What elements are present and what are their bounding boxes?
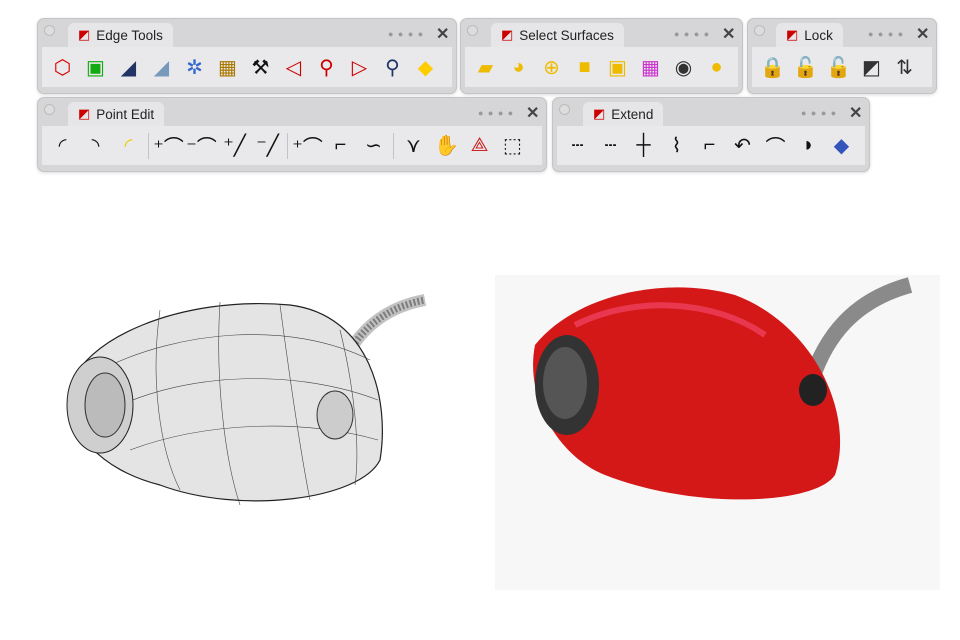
lock-swap-icon[interactable]: ◩ xyxy=(862,56,881,79)
toolbar-title: Lock xyxy=(804,27,833,43)
nudge-icon[interactable]: ✋ xyxy=(434,135,459,157)
insert-point-icon[interactable]: ⁺╱ xyxy=(223,135,246,157)
close-button[interactable]: ✕ xyxy=(722,26,736,43)
control-points-on-icon[interactable]: ◜ xyxy=(58,135,67,157)
drag-grip[interactable]: ● ● ● ● xyxy=(868,29,905,39)
toolbar-lock: ◩ Lock ● ● ● ● ✕ 🔒 🔓 🔓 ◩ ⇅ xyxy=(747,18,937,94)
rebuild-edges-icon[interactable]: ▦ xyxy=(218,56,237,79)
insert-knot-icon[interactable]: ⁺⌒ xyxy=(153,137,184,159)
toolbar-title: Extend xyxy=(611,106,654,122)
extend-to-boundary-icon[interactable]: ┼ xyxy=(636,134,651,156)
select-polysurfaces-icon[interactable]: ◕ xyxy=(512,55,525,78)
gumball-icon[interactable]: ⟁ xyxy=(470,134,489,156)
drag-grip[interactable]: ● ● ● ● xyxy=(388,29,425,39)
split-edge-icon[interactable]: ◢ xyxy=(120,56,137,79)
unlock-icon[interactable]: 🔓 xyxy=(793,56,818,79)
window-button[interactable] xyxy=(467,25,478,36)
merge-edge-icon[interactable]: ◢ xyxy=(153,56,170,79)
tab-lock[interactable]: ◩ Lock xyxy=(776,23,843,47)
icon-strip: 🔒 🔓 🔓 ◩ ⇅ xyxy=(752,47,932,87)
toolbar-point-edit: ◩ Point Edit ● ● ● ● ✕ ◜◝◜⁺⌒⁻⌒⁺╱⁻╱⁺⌒⌐∽⋎✋… xyxy=(37,97,547,172)
remove-point-icon[interactable]: ⁻╱ xyxy=(256,135,279,157)
extend-arc-center-icon[interactable]: ⌒ xyxy=(765,137,786,159)
icon-strip: ◜◝◜⁺⌒⁻⌒⁺╱⁻╱⁺⌒⌐∽⋎✋⟁⬚ xyxy=(42,126,542,165)
drag-grip[interactable]: ● ● ● ● xyxy=(801,108,838,118)
wireframe-model-view xyxy=(66,294,427,506)
select-surfaces-icon: ◩ xyxy=(501,27,514,42)
lock-invert-icon[interactable]: ⇅ xyxy=(896,56,913,79)
extend-curve-icon[interactable]: ┄ xyxy=(571,135,584,157)
adjust-end-bulge-icon[interactable]: ∽ xyxy=(365,135,382,157)
handlebar-icon[interactable]: ⌐ xyxy=(334,134,347,156)
cage-edit-icon[interactable]: ⬚ xyxy=(503,135,522,157)
show-naked-edges-icon[interactable]: ▣ xyxy=(86,56,105,79)
show-edges-icon[interactable]: ⬡ xyxy=(53,56,72,79)
lock-icon[interactable]: 🔒 xyxy=(760,56,785,79)
join-edges-icon[interactable]: ✲ xyxy=(186,56,203,79)
tab-edge-tools[interactable]: ◩ Edge Tools xyxy=(68,23,173,47)
icon-strip: ⬡ ▣ ◢ ◢ ✲ ▦ ⚒ ◁ ⚲ ▷ ⚲ ◆ xyxy=(42,47,452,87)
extend-arc-icon[interactable]: ↶ xyxy=(734,135,751,157)
repair-icon[interactable]: ⚒ xyxy=(251,56,270,79)
tab-extend[interactable]: ◩ Extend xyxy=(583,102,664,126)
move-uvn-icon[interactable]: ⋎ xyxy=(406,135,421,157)
window-button[interactable] xyxy=(44,25,55,36)
remove-knot-icon[interactable]: ⁻⌒ xyxy=(186,137,217,159)
lock-icon: ◩ xyxy=(786,27,799,42)
insert-kink-icon[interactable]: ⁺⌒ xyxy=(292,137,323,159)
window-button[interactable] xyxy=(44,104,55,115)
close-button[interactable]: ✕ xyxy=(849,105,863,122)
separator xyxy=(287,132,288,159)
next-edge-icon[interactable]: ▷ xyxy=(351,56,368,79)
edit-points-on-icon[interactable]: ◝ xyxy=(91,135,100,157)
window-button[interactable] xyxy=(559,104,570,115)
select-color-icon[interactable]: ▦ xyxy=(641,56,660,79)
extend-icon: ◩ xyxy=(593,106,606,121)
icon-strip: ▰ ◕ ⊕ ■ ▣ ▦ ◉ ● xyxy=(465,47,738,87)
tab-point-edit[interactable]: ◩ Point Edit xyxy=(68,102,165,126)
select-edge-curve-icon[interactable]: ◁ xyxy=(285,56,302,79)
drag-grip[interactable]: ● ● ● ● xyxy=(478,108,515,118)
select-closed-polysurfaces-icon[interactable]: ⊕ xyxy=(543,56,560,79)
select-visible-icon[interactable]: ◉ xyxy=(674,56,693,79)
toolbar-title: Edge Tools xyxy=(96,27,163,43)
point-edit-icon: ◩ xyxy=(78,106,91,121)
select-trimmed-surfaces-icon[interactable]: ■ xyxy=(578,55,591,78)
extend-by-arc-icon[interactable]: ◗ xyxy=(802,134,815,156)
separator xyxy=(148,132,149,159)
tab-select-surfaces[interactable]: ◩ Select Surfaces xyxy=(491,23,624,47)
toolbar-title: Select Surfaces xyxy=(519,27,614,43)
find-edge-icon[interactable]: ⚲ xyxy=(385,56,400,79)
close-button[interactable]: ✕ xyxy=(916,26,930,43)
drag-grip[interactable]: ● ● ● ● xyxy=(674,29,711,39)
unlock-selected-icon[interactable]: 🔓 xyxy=(826,56,851,79)
control-points-off-icon[interactable]: ◜ xyxy=(124,135,133,157)
close-button[interactable]: ✕ xyxy=(526,105,540,122)
select-bad-objects-icon[interactable]: ● xyxy=(710,55,723,78)
toolbar-edge-tools: ◩ Edge Tools ● ● ● ● ✕ ⬡ ▣ ◢ ◢ ✲ ▦ ⚒ ◁ ⚲ ▷ ⚲ ◆ xyxy=(37,18,457,94)
select-surfaces-icon[interactable]: ▰ xyxy=(477,56,494,79)
close-button[interactable]: ✕ xyxy=(436,26,450,43)
separator xyxy=(393,132,394,159)
extend-surface-icon[interactable]: ◆ xyxy=(833,135,850,157)
extend-curve-arc-icon[interactable]: ┄ xyxy=(604,135,617,157)
zoom-edge-icon[interactable]: ⚲ xyxy=(319,56,334,79)
icon-strip: ┄ ┄ ┼ ⌇ ⌐ ↶ ⌒ ◗ ◆ xyxy=(557,126,865,165)
extend-curve-on-surface-icon[interactable]: ⌇ xyxy=(671,135,682,157)
toolbar-extend: ◩ Extend ● ● ● ● ✕ ┄ ┄ ┼ ⌇ ⌐ ↶ ⌒ ◗ ◆ xyxy=(552,97,870,172)
untrim-edge-icon[interactable]: ◆ xyxy=(417,56,434,79)
toolbar-select-surfaces: ◩ Select Surfaces ● ● ● ● ✕ ▰ ◕ ⊕ ■ ▣ ▦ ◉ ● xyxy=(460,18,743,94)
edge-tools-icon: ◩ xyxy=(78,27,91,42)
extend-smooth-icon[interactable]: ⌐ xyxy=(703,134,716,156)
toolbar-title: Point Edit xyxy=(96,106,155,122)
rendered-model-view xyxy=(495,275,940,590)
select-untrimmed-surfaces-icon[interactable]: ▣ xyxy=(608,56,627,79)
window-button[interactable] xyxy=(754,25,765,36)
